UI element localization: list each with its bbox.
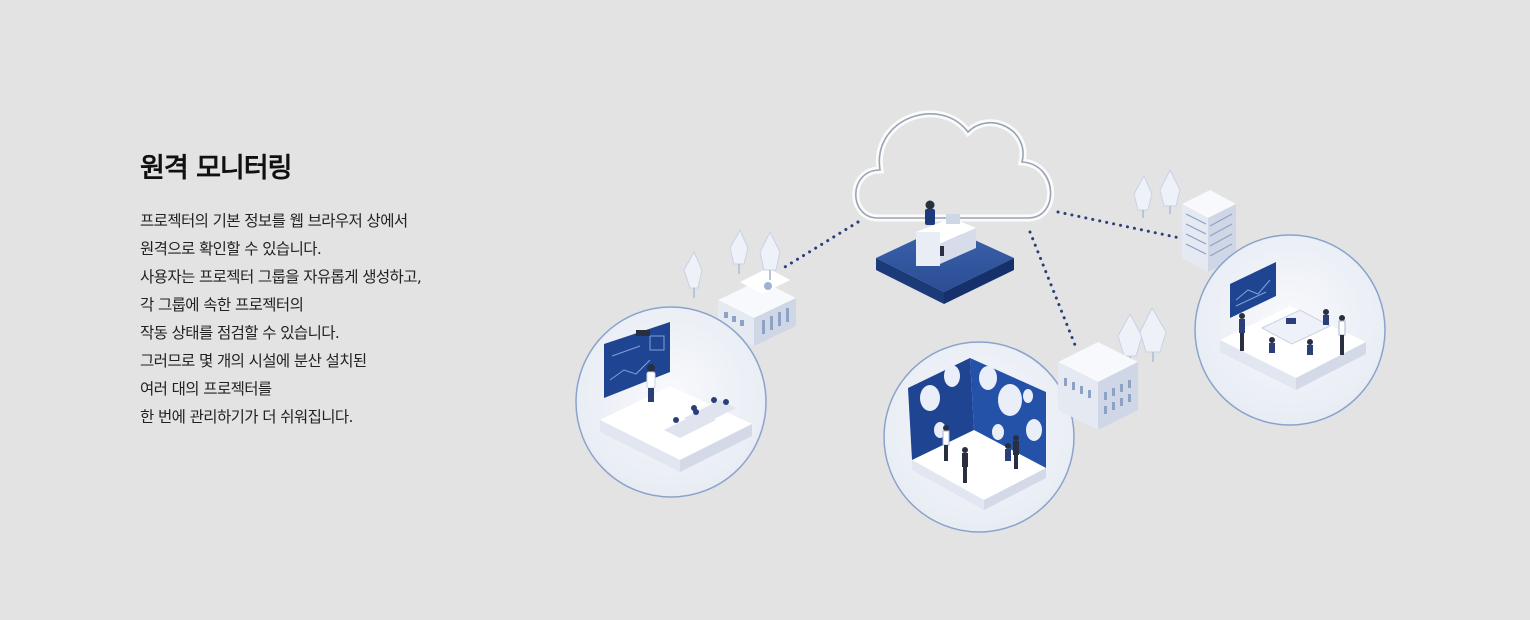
tree-trunks <box>1142 206 1171 218</box>
building-icon <box>1182 190 1236 272</box>
description-line: 여러 대의 프로젝터를 <box>140 380 272 398</box>
description-line: 작동 상태를 점검할 수 있습니다. <box>140 324 340 342</box>
meeting-room-scene <box>1194 234 1386 426</box>
tree-icon <box>1117 306 1167 357</box>
description-line: 그러므로 몇 개의 시설에 분산 설치된 <box>140 352 367 370</box>
text-section: 원격 모니터링 프로젝터의 기본 정보를 웹 브라우저 상에서 원격으로 확인할… <box>140 146 540 431</box>
connection-line-left <box>778 220 860 272</box>
section-title: 원격 모니터링 <box>140 153 292 184</box>
building-icon <box>1058 342 1138 430</box>
museum-scene <box>883 341 1075 533</box>
connection-line-right <box>1056 210 1182 240</box>
connection-line-bottom <box>1028 230 1077 347</box>
description-line: 사용자는 프로젝터 그룹을 자유롭게 생성하고, <box>140 268 422 286</box>
description-line: 한 번에 관리하기가 더 쉬워집니다. <box>140 408 353 426</box>
cloud-icon <box>852 110 1054 222</box>
building-icon <box>718 268 796 346</box>
tree-trunks <box>693 264 771 298</box>
classroom-scene <box>575 306 767 498</box>
description-line: 각 그룹에 속한 프로젝터의 <box>140 296 304 314</box>
section-description: 프로젝터의 기본 정보를 웹 브라우저 상에서 원격으로 확인할 수 있습니다.… <box>140 207 540 431</box>
tree-icon <box>1133 168 1181 211</box>
server-platform <box>876 200 1014 304</box>
description-line: 원격으로 확인할 수 있습니다. <box>140 240 322 258</box>
connection-lines <box>778 210 1182 347</box>
description-line: 프로젝터의 기본 정보를 웹 브라우저 상에서 <box>140 212 408 230</box>
tree-icon <box>683 228 781 289</box>
